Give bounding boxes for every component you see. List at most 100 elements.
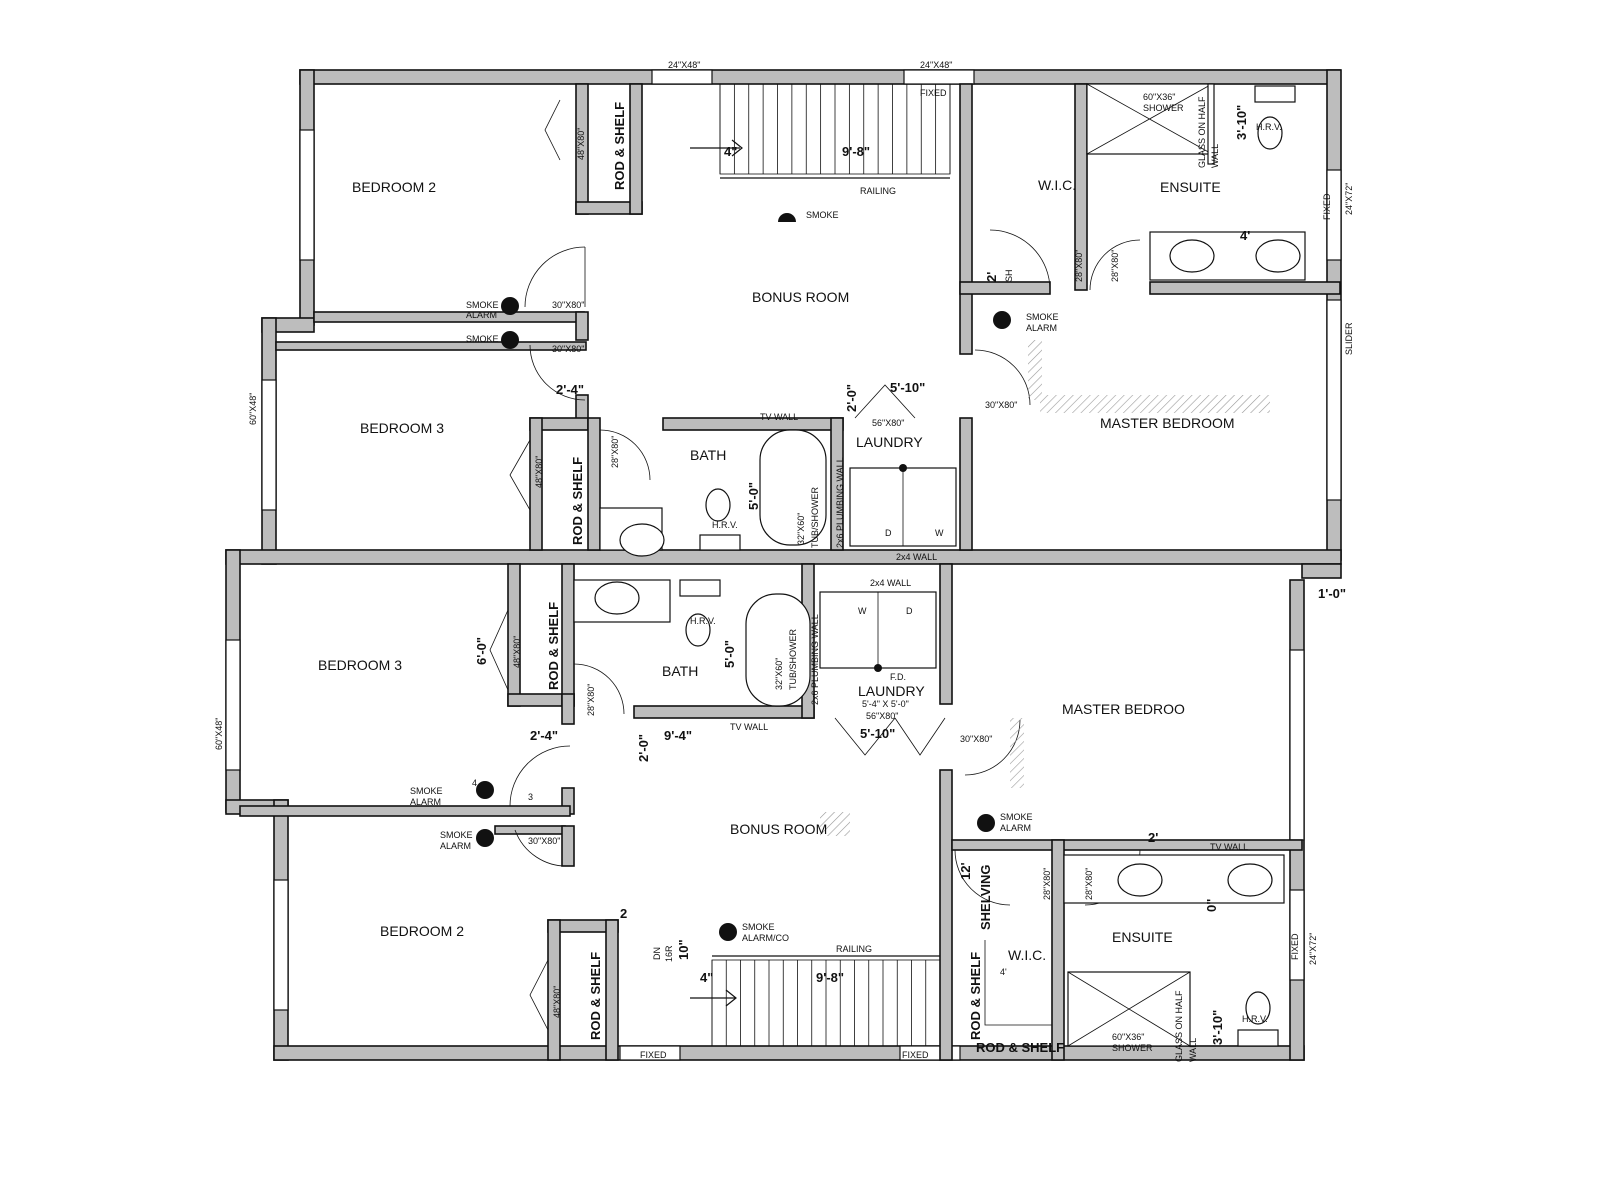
upper-dim-3-10: 3'-10" <box>1234 105 1249 140</box>
lower-rod-shelf: ROD & SHELF <box>546 602 561 690</box>
upper-bedroom2-label: BEDROOM 2 <box>352 179 436 195</box>
lower-dim-2-4: 2'-4" <box>530 728 558 743</box>
lower-dim-3-10: 3'-10" <box>1210 1010 1225 1045</box>
upper-sh: SH <box>1004 269 1014 282</box>
upper-ensuite: ENSUITE <box>1160 179 1221 195</box>
lower-hrv: H.R.V. <box>690 616 716 626</box>
lower-doors <box>489 609 1141 1031</box>
upper-smoke-alarm-m2: ALARM <box>1026 323 1057 333</box>
upper-master-bedroom: MASTER BEDROOM <box>1100 415 1235 431</box>
upper-dim-2-4: 2'-4" <box>556 382 584 397</box>
upper-wic-door: 28"X80" <box>1074 250 1084 282</box>
upper-dim-4: 4' <box>1240 228 1250 243</box>
upper-window-top-right: 24"X48" <box>920 60 952 70</box>
lower-railing: RAILING <box>836 944 872 954</box>
lower-smoke-m1: SMOKE <box>440 830 473 840</box>
upper-smoke-alarm-m1: SMOKE <box>1026 312 1059 322</box>
upper-smoke-alarm-2: ALARM <box>466 310 497 320</box>
upper-railing: RAILING <box>860 186 896 196</box>
upper-fixed-side: FIXED <box>1322 193 1332 220</box>
upper-fixed-label: FIXED <box>920 88 947 98</box>
lower-shelving: SHELVING <box>978 865 993 931</box>
upper-window-60x48: 60"X48" <box>248 393 258 425</box>
upper-bath-label: BATH <box>690 447 726 463</box>
upper-shower-1: 60"X36" <box>1143 92 1175 102</box>
lower-dim-5-10: 5'-10" <box>860 726 895 741</box>
upper-smoke: SMOKE <box>806 210 839 220</box>
upper-window-24x72: 24"X72" <box>1344 183 1354 215</box>
upper-slider: SLIDER <box>1344 322 1354 355</box>
upper-laundry: LAUNDRY <box>856 434 923 450</box>
upper-stairs <box>690 83 951 179</box>
lower-unit: BEDROOM 3 6'-0" 48"X80" ROD & SHELF 28"X… <box>214 549 1346 1062</box>
upper-dryer: D <box>885 528 892 538</box>
lower-dim-4: 4" <box>700 970 713 985</box>
upper-dim-2-0: 2'-0" <box>844 384 859 412</box>
lower-shower-2: SHOWER <box>1112 1043 1153 1053</box>
lower-smoke-alarm-2: ALARM <box>410 797 441 807</box>
lower-rod-shelf-h: ROD & SHELF <box>976 1040 1064 1055</box>
upper-laundry-door: 56"X80" <box>872 418 904 428</box>
lower-tub-2: TUB/SHOWER <box>788 628 798 690</box>
lower-smoke-m2: ALARM <box>440 841 471 851</box>
lower-windows <box>225 639 1305 1061</box>
lower-tv-wall: TV WALL <box>730 722 768 732</box>
lower-fd: F.D. <box>890 672 906 682</box>
upper-washer: W <box>935 528 944 538</box>
lower-bonus-room: BONUS ROOM <box>730 821 827 837</box>
upper-plumbing-wall: 2x6 PLUMBING WALL <box>835 457 845 548</box>
lower-num-4: 4 <box>472 778 477 788</box>
lower-bedroom2-label: BEDROOM 2 <box>380 923 464 939</box>
lower-fixtures <box>476 579 1285 1047</box>
party-wall <box>225 549 1342 565</box>
lower-hatch-master <box>1010 718 1024 788</box>
lower-smoke-co-1: SMOKE <box>742 922 775 932</box>
lower-master-smoke-1: SMOKE <box>1000 812 1033 822</box>
lower-ensuite: ENSUITE <box>1112 929 1173 945</box>
lower-fixed-right: FIXED <box>902 1050 929 1060</box>
lower-dim-0: 0" <box>1204 899 1219 912</box>
lower-rod-shelf-v: ROD & SHELF <box>968 952 983 1040</box>
upper-window-top-left: 24"X48" <box>668 60 700 70</box>
lower-bath-label: BATH <box>662 663 698 679</box>
lower-window-60x48: 60"X48" <box>214 718 224 750</box>
lower-closet-door: 48"X80" <box>512 636 522 668</box>
upper-closet-door-2: 48"X80" <box>534 456 544 488</box>
upper-rod-shelf-2: ROD & SHELF <box>570 457 585 545</box>
lower-wic: W.I.C. <box>1008 947 1046 963</box>
lower-glass-2: WALL <box>1188 1038 1198 1062</box>
lower-laundry-door: 56"X80" <box>866 711 898 721</box>
lower-text: BEDROOM 3 6'-0" 48"X80" ROD & SHELF 28"X… <box>214 578 1346 1062</box>
upper-wic: W.I.C. <box>1038 177 1076 193</box>
lower-tub-1: 32"X60" <box>774 658 784 690</box>
upper-unit: 24"X48" 24"X48" FIXED BEDROOM 2 ROD & SH… <box>225 60 1354 565</box>
lower-dim-5-0: 5'-0" <box>722 640 737 668</box>
lower-wall-right-top <box>1301 563 1342 579</box>
upper-hrv-2: H.R.V. <box>1256 122 1282 132</box>
lower-hrv-2: H.R.V. <box>1242 1014 1268 1024</box>
lower-glass-1: GLASS ON HALF <box>1174 990 1184 1062</box>
lower-bedroom3-label: BEDROOM 3 <box>318 657 402 673</box>
lower-master-bedroom: MASTER BEDROO <box>1062 701 1185 717</box>
lower-dim-10: 10" <box>676 939 691 960</box>
lower-dim-6-0: 6'-0" <box>474 637 489 665</box>
lower-dim-9-8: 9'-8" <box>816 970 844 985</box>
upper-tub-1: 32"X60" <box>796 513 806 545</box>
lower-closet-door-2: 48"X80" <box>552 986 562 1018</box>
upper-rod-shelf-1: ROD & SHELF <box>612 102 627 190</box>
upper-dim-5-10: 5'-10" <box>890 380 925 395</box>
lower-dim-4-wic: 4' <box>1000 967 1007 977</box>
upper-stair-dim-4: 4" <box>724 144 737 159</box>
upper-doors <box>509 99 1141 511</box>
lower-dryer: D <box>906 606 913 616</box>
lower-fixed-side: FIXED <box>1290 933 1300 960</box>
upper-dim-5-0: 5'-0" <box>746 482 761 510</box>
lower-laundry-size: 5'-4" X 5'-0" <box>862 699 909 709</box>
lower-dim-1-0: 1'-0" <box>1318 586 1346 601</box>
lower-window-24x72: 24"X72" <box>1308 933 1318 965</box>
upper-wall-top <box>299 69 1341 85</box>
lower-door-a: 30"X80" <box>528 836 560 846</box>
upper-text: 24"X48" 24"X48" FIXED BEDROOM 2 ROD & SH… <box>248 60 1354 562</box>
upper-bedroom3-label: BEDROOM 3 <box>360 420 444 436</box>
lower-16r: 16R <box>664 945 674 962</box>
